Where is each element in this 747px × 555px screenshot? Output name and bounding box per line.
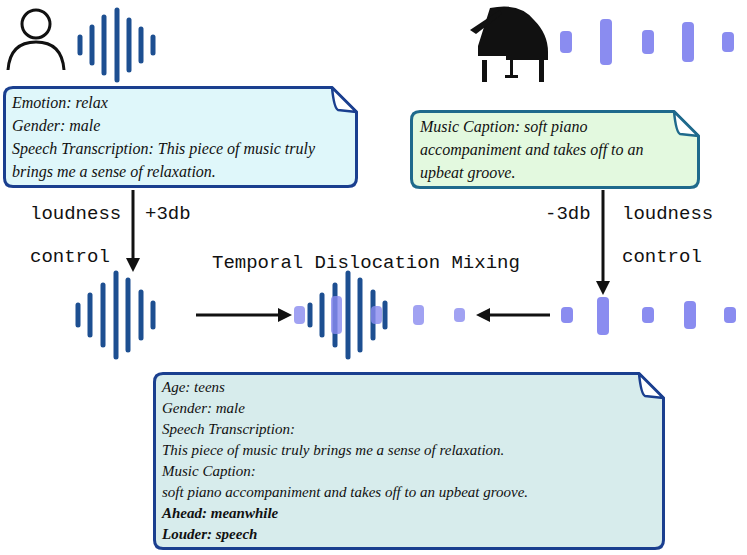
arrow-head — [126, 258, 140, 272]
music-bar — [724, 307, 736, 323]
card-border — [412, 112, 699, 188]
process-label: Temporal Dislocation Mixing — [212, 252, 520, 274]
wave-bar — [139, 29, 144, 61]
gain-label: +3db — [145, 203, 191, 225]
person-icon — [8, 10, 64, 70]
wave-bar — [114, 273, 119, 357]
card-text: Speech Transcription: — [162, 419, 637, 440]
card-border — [155, 374, 664, 549]
music-bar — [371, 306, 382, 324]
wave-bar — [101, 285, 106, 345]
piano-pedal — [505, 75, 518, 78]
loudness-arrow — [126, 190, 140, 272]
wave-bar — [358, 280, 363, 350]
wave-bar — [76, 305, 81, 325]
mix-arrow — [196, 308, 292, 322]
arrow-head — [596, 281, 610, 295]
wave-bar — [126, 280, 131, 350]
card-border — [5, 88, 357, 187]
card-text: Emotion: relax — [12, 91, 334, 114]
piano-leg — [539, 60, 544, 82]
wave-bar — [127, 20, 132, 70]
wave-bar — [90, 27, 95, 63]
card-text: Music Caption: — [162, 461, 637, 482]
arrow-shaft — [196, 314, 280, 317]
piano-lid — [470, 10, 502, 34]
arrow-shaft — [488, 314, 550, 317]
music-waveform — [561, 297, 736, 335]
music-bar — [331, 296, 342, 334]
piano-icon — [470, 7, 548, 83]
piano-pedal — [510, 60, 513, 76]
mixed-waveform — [294, 273, 465, 357]
control-label: control — [30, 246, 110, 268]
music-bar — [560, 31, 572, 53]
music-bar — [722, 32, 734, 52]
mix-arrow — [476, 308, 550, 322]
wave-bar — [346, 273, 351, 357]
wave-bar — [320, 295, 325, 335]
music-bar — [682, 22, 694, 62]
wave-bar — [151, 303, 156, 327]
loudness-arrow — [596, 190, 610, 295]
piano-leg — [482, 60, 487, 82]
control-label: control — [622, 246, 702, 268]
speech-metadata-card: Emotion: relaxGender: maleSpeech Transcr… — [3, 86, 358, 188]
card-text: Music Caption: soft piano accompaniment … — [420, 115, 670, 184]
wave-bar — [115, 10, 120, 80]
wave-bar — [308, 305, 313, 325]
card-text: Age: teens — [162, 377, 637, 398]
arrow-head — [476, 308, 490, 322]
wave-bar — [88, 295, 93, 335]
music-bar — [642, 307, 654, 323]
piano-keys — [476, 56, 506, 60]
card-outline — [153, 372, 665, 550]
card-text: Ahead: meanwhile — [162, 503, 637, 524]
person-body — [8, 42, 64, 70]
card-text: Louder: speech — [162, 524, 637, 545]
card-fold — [639, 374, 664, 399]
card-text: Speech Transcription: This piece of musi… — [12, 137, 334, 183]
speech-waveform — [80, 10, 153, 80]
card-text: Gender: male — [12, 114, 334, 137]
music-bar — [597, 297, 609, 335]
music-bar — [294, 306, 305, 324]
music-waveform — [560, 19, 734, 65]
piano-body — [478, 7, 548, 61]
music-bar — [561, 307, 573, 323]
card-text: Gender: male — [162, 398, 637, 419]
music-bar — [413, 305, 424, 325]
speech-waveform — [78, 273, 153, 357]
gain-label: -3db — [545, 203, 591, 225]
wave-bar — [102, 17, 107, 73]
card-fold — [332, 88, 357, 113]
wave-bar — [151, 37, 156, 53]
card-text: soft piano accompaniment and takes off t… — [162, 482, 637, 503]
control-label: loudness — [30, 203, 121, 225]
wave-bar — [139, 292, 144, 338]
music-bar — [642, 30, 654, 54]
music-bar — [600, 19, 612, 65]
wave-bar — [78, 37, 83, 53]
arrow-shaft — [132, 190, 135, 260]
person-head — [22, 10, 50, 38]
mixed-metadata-card: Age: teensGender: maleSpeech Transcripti… — [153, 372, 665, 550]
music-bar — [454, 308, 465, 322]
arrow-shaft — [602, 190, 605, 283]
music-caption-card: Music Caption: soft piano accompaniment … — [410, 110, 700, 189]
card-text: This piece of music truly brings me a se… — [162, 440, 637, 461]
card-fold — [674, 112, 699, 137]
control-label: loudness — [622, 203, 713, 225]
arrow-head — [278, 308, 292, 322]
music-bar — [684, 301, 696, 329]
wave-bar — [383, 303, 388, 327]
